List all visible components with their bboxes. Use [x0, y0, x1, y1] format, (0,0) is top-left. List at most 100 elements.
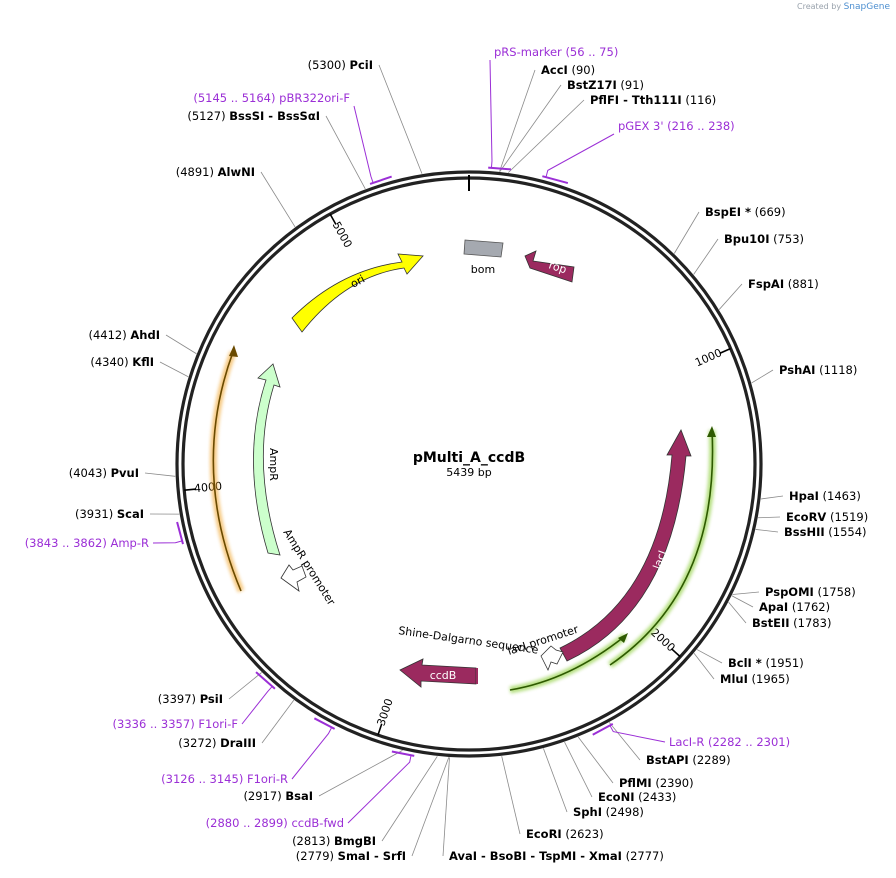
enzyme-site-11[interactable]: (4412) AhdI: [88, 328, 197, 355]
enzyme-site-3[interactable]: BstZ17I (91): [499, 78, 644, 172]
primer-mark: [176, 521, 184, 545]
primer-6[interactable]: (3336 .. 3357) F1ori-F: [113, 671, 276, 731]
feature-laci[interactable]: lacI: [559, 429, 692, 662]
feature-ampr[interactable]: AmpR: [253, 363, 281, 556]
enzyme-leader-line: [728, 601, 747, 624]
enzyme-leader-line: [577, 736, 614, 784]
feature-label-shine-dalgarno: Shine-Dalgarno sequence: [398, 624, 540, 657]
enzyme-leader-line: [159, 361, 189, 378]
primer-leader-line: [241, 686, 273, 725]
enzyme-site-16[interactable]: (4043) PvuI: [69, 466, 176, 480]
enzyme-site-14[interactable]: EcoRV (1519): [758, 510, 868, 524]
enzyme-site-13[interactable]: HpaI (1463): [760, 489, 861, 503]
feature-rop[interactable]: rop: [524, 250, 575, 283]
enzyme-label: HpaI (1463): [789, 489, 861, 503]
enzyme-leader-line: [499, 84, 562, 172]
enzyme-site-10[interactable]: PshAI (1118): [751, 363, 858, 384]
enzyme-site-4[interactable]: PflFI - Tth111I (116): [508, 93, 716, 173]
enzyme-leader-line: [318, 750, 403, 797]
enzyme-site-24[interactable]: (3272) DraIII: [178, 699, 295, 750]
enzyme-label: BspEI * (669): [705, 205, 786, 219]
enzyme-site-29[interactable]: SphI (2498): [543, 748, 644, 819]
enzyme-label: (4043) PvuI: [69, 466, 139, 480]
primer-7[interactable]: (3126 .. 3145) F1ori-R: [161, 717, 336, 786]
enzyme-leader-line: [165, 334, 197, 355]
enzyme-site-12[interactable]: (4340) KflI: [90, 355, 189, 378]
primer-label: (2880 .. 2899) ccdB-fwd: [206, 816, 344, 830]
feature-ampr-promoter[interactable]: AmpR promoter: [280, 527, 338, 608]
enzyme-site-19[interactable]: ApaI (1762): [731, 595, 830, 614]
primer-3[interactable]: (5145 .. 5164) pBR322ori-F: [193, 91, 392, 185]
enzyme-label: (3397) PsiI: [158, 692, 223, 706]
enzyme-leader-line: [381, 756, 438, 842]
enzyme-site-2[interactable]: AccI (90): [499, 63, 596, 172]
primer-1[interactable]: pRS-marker (56 .. 75): [488, 45, 618, 171]
enzyme-label: BssHII (1554): [784, 525, 867, 539]
enzyme-site-32[interactable]: (2779) SmaI - SrfI: [296, 757, 450, 863]
tick-mark-2000: [670, 648, 681, 658]
enzyme-label: EcoRI (2623): [526, 827, 604, 841]
tick-mark-5000: [329, 213, 337, 225]
enzyme-leader-line: [378, 64, 423, 174]
primer-4[interactable]: (3843 .. 3862) Amp-R: [25, 521, 184, 550]
enzyme-leader-line: [693, 238, 719, 275]
enzyme-leader-line: [564, 741, 593, 798]
enzyme-label: BstEII (1783): [752, 616, 831, 630]
feature-label-bom: bom: [471, 263, 495, 276]
enzyme-label: (3931) ScaI: [75, 507, 144, 521]
enzyme-site-15[interactable]: BssHII (1554): [755, 525, 867, 539]
enzyme-site-33[interactable]: AvaI - BsoBI - TspMI - XmaI (2777): [442, 757, 664, 863]
enzyme-site-31[interactable]: (2813) BmgBI: [292, 756, 438, 848]
tick-mark-4000: [184, 488, 197, 491]
enzyme-label: MluI (1965): [720, 672, 790, 686]
enzyme-label: (4340) KflI: [90, 355, 154, 369]
enzyme-site-28[interactable]: (2917) BsaI: [243, 750, 403, 803]
enzyme-site-17[interactable]: (3931) ScaI: [75, 507, 180, 521]
enzyme-site-5[interactable]: (5127) BssSI - BssSαI: [187, 109, 366, 190]
enzyme-leader-line: [411, 757, 450, 857]
enzyme-leader-line: [260, 171, 296, 228]
enzyme-label: PspOMI (1758): [765, 585, 856, 599]
enzyme-label: BclI * (1951): [728, 656, 804, 670]
feature-label-ori: ori: [348, 272, 367, 290]
enzyme-site-8[interactable]: Bpu10I (753): [693, 232, 804, 275]
enzyme-site-25[interactable]: BstAPI (2289): [608, 722, 731, 767]
enzyme-site-7[interactable]: BspEI * (669): [673, 205, 786, 254]
enzyme-leader-line: [501, 756, 521, 835]
enzyme-leader-line: [673, 211, 700, 254]
enzyme-leader-line: [731, 595, 754, 608]
enzyme-site-1[interactable]: (5300) PciI: [308, 58, 423, 174]
enzyme-label: (2779) SmaI - SrfI: [296, 849, 406, 863]
primer-8[interactable]: (2880 .. 2899) ccdB-fwd: [206, 750, 415, 830]
feature-ori[interactable]: ori: [291, 253, 424, 333]
primer-sites: pRS-marker (56 .. 75)pGEX 3' (216 .. 238…: [25, 45, 790, 830]
enzyme-site-30[interactable]: EcoRI (2623): [501, 756, 604, 841]
enzyme-label: PshAI (1118): [779, 363, 857, 377]
primer-label: (3843 .. 3862) Amp-R: [25, 536, 149, 550]
primer-2[interactable]: pGEX 3' (216 .. 238): [542, 119, 735, 185]
primer-mark: [369, 175, 392, 185]
enzyme-site-22[interactable]: MluI (1965): [693, 652, 790, 686]
enzyme-label: EcoNI (2433): [598, 790, 676, 804]
tick-mark-3000: [377, 723, 383, 736]
enzyme-sites: (5300) PciI AccI (90)BstZ17I (91)PflFI - …: [69, 58, 869, 863]
primer-label: (5145 .. 5164) pBR322ori-F: [193, 91, 350, 105]
primer-5[interactable]: LacI-R (2282 .. 2301): [592, 722, 790, 749]
enzyme-site-23[interactable]: (3397) PsiI: [158, 672, 262, 706]
enzyme-site-27[interactable]: EcoNI (2433): [564, 741, 677, 804]
enzyme-site-21[interactable]: BclI * (1951): [696, 649, 804, 670]
enzyme-site-6[interactable]: (4891) AlwNI: [176, 165, 296, 228]
enzyme-site-18[interactable]: PspOMI (1758): [732, 585, 856, 599]
enzyme-leader-line: [718, 283, 743, 310]
enzyme-site-20[interactable]: BstEII (1783): [728, 601, 832, 630]
primer-leader-line: [291, 727, 333, 780]
primer-leader-line: [545, 133, 615, 178]
primer-leader-line: [353, 105, 374, 184]
enzyme-site-26[interactable]: PflMI (2390): [577, 736, 694, 790]
enzyme-label: FspAI (881): [748, 277, 819, 291]
feature-ccdb[interactable]: ccdB: [399, 658, 477, 688]
enzyme-site-9[interactable]: FspAI (881): [718, 277, 819, 310]
brand-name: SnapGene: [843, 2, 890, 12]
feature-bom[interactable]: bom: [463, 239, 504, 276]
